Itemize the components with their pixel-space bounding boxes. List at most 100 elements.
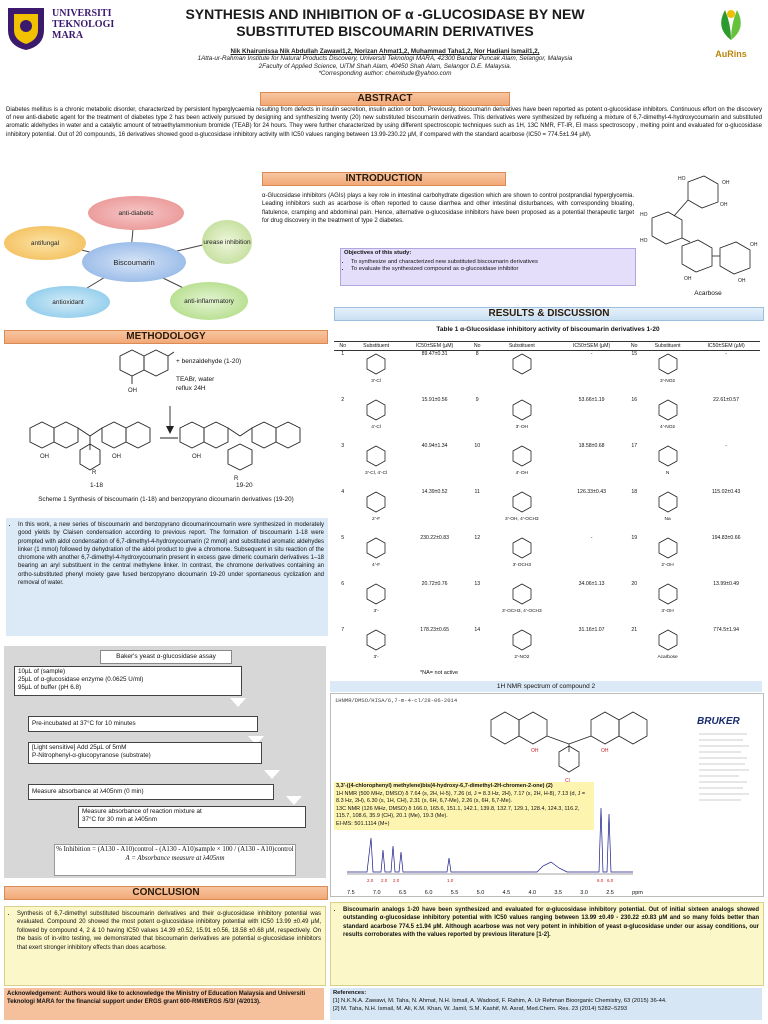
bubble-antioxidant: antioxidant <box>26 286 110 318</box>
corresponding-author: *Corresponding author: chemitude@yahoo.c… <box>318 70 452 78</box>
nmr-parameters-block <box>699 733 749 801</box>
svg-text:OH: OH <box>112 454 121 460</box>
ic50-cell: 15.91±0.56 <box>421 397 448 403</box>
benzene-ring-icon <box>366 399 386 421</box>
aurins-logo-text: AuRins <box>715 49 747 59</box>
substituent-label: 3'-OCH3 <box>512 563 532 568</box>
substituent-label: 4'-F <box>372 563 381 568</box>
acknowledgement: Acknowledgement: Authors would like to a… <box>4 988 324 1020</box>
ring-outline <box>512 353 532 375</box>
compound-number-cell: 16 <box>631 397 638 403</box>
compound-number-cell: 9 <box>475 397 479 403</box>
substituent-cell <box>486 351 558 398</box>
substituent-cell: 4'-Cl <box>351 397 400 443</box>
uitm-logo: UNIVERSITI TEKNOLOGI MARA <box>4 4 134 52</box>
benzene-ring-icon <box>658 399 677 421</box>
assay-step-4: Measure absorbance at λ405nm (0 min) <box>28 784 274 800</box>
svg-text:R: R <box>234 476 239 482</box>
substituent-cell: 3'- <box>351 627 400 673</box>
benzene-ring-icon <box>512 445 532 467</box>
substituent-label: 3'-Cl <box>371 379 381 384</box>
assay-step-5: Measure absorbance of reaction mixture a… <box>78 806 306 828</box>
title-banner <box>136 2 636 44</box>
methodology-text: In this work, a new series of biscoumari… <box>18 521 324 587</box>
svg-text:OH: OH <box>192 454 201 460</box>
nmr-axis: 7.5 7.0 6.5 6.0 5.5 5.0 4.5 4.0 3.5 3.0 … <box>347 890 643 896</box>
nmr-spectrum-title: 1H NMR spectrum of compound 2 <box>330 681 762 692</box>
assay-arrow-4 <box>286 796 302 805</box>
ic50-cell: 20.72±0.76 <box>421 581 448 587</box>
substituent-cell: 3'-OH <box>643 581 692 627</box>
benzene-ring-icon <box>512 583 532 605</box>
substituent-label: 4'-NO2 <box>660 425 676 430</box>
benzene-ring-icon <box>512 399 532 421</box>
compound-number-cell: 14 <box>474 627 481 633</box>
inhibition-formula-text: % Inhibition = (A130 - A10)control - (A1… <box>56 846 294 853</box>
ring-outline <box>366 399 386 421</box>
ring-outline <box>366 537 386 559</box>
ring-outline <box>512 583 532 605</box>
substituent-cell: 3'-Cl, 4'-Cl <box>351 443 400 489</box>
ring-outline <box>658 445 677 467</box>
compound-number-cell: 12 <box>474 535 481 541</box>
methodology-heading: METHODOLOGY <box>4 330 328 344</box>
benzene-ring-icon <box>512 491 532 513</box>
svg-text:OH: OH <box>684 276 692 282</box>
ring-outline <box>366 491 386 513</box>
substituent-label: 4'-Cl <box>371 425 381 430</box>
compound-number-cell: 5 <box>341 535 345 541</box>
ic50-cell: 774.5±1.94 <box>713 627 740 633</box>
ring-outline <box>366 629 386 651</box>
assay-step-2: Pre-incubated at 37°C for 10 minutes <box>28 716 258 732</box>
substituent-cell: 3'-Cl <box>351 351 400 398</box>
substituent-label: N <box>665 471 670 476</box>
svg-text:OH: OH <box>750 242 758 248</box>
ic50-cell: 34.06±1.13 <box>578 581 605 587</box>
compound-number-cell: 19 <box>631 535 638 541</box>
svg-text:HO: HO <box>640 212 648 218</box>
biscoumarin-activity-diagram: anti-diabetic antifungal Biscoumarin ure… <box>4 190 256 322</box>
substituent-cell: N <box>643 443 692 489</box>
compound-number-cell: 6 <box>341 581 345 587</box>
svg-text:OH: OH <box>722 180 730 186</box>
objectives-box: Objectives of this study: To synthesize … <box>340 248 636 286</box>
bubble-antifungal: antifungal <box>4 226 86 260</box>
svg-text:6.0: 6.0 <box>607 878 614 883</box>
objective-item: To evaluate the synthesized compound as … <box>351 266 635 274</box>
author-names: Nik Khairunissa Nik Abdullah Zawawi1,2, … <box>230 48 540 55</box>
svg-text:OH: OH <box>128 388 137 394</box>
affiliation-1: 1Atta-ur-Rahman Institute for Natural Pr… <box>197 55 573 63</box>
nmr-h-data: 1H NMR (500 MHz, DMSO) δ 7.64 (s, 2H, H-… <box>336 790 586 805</box>
compound-number-cell: 17 <box>631 443 638 449</box>
results-summary-text: Biscoumarin analogs 1-20 have been synth… <box>343 906 759 940</box>
svg-text:HO: HO <box>678 176 686 182</box>
svg-text:Cl: Cl <box>565 778 570 784</box>
benzene-ring-icon <box>366 445 386 467</box>
substituent-label: 3'-NO2 <box>660 379 676 384</box>
author-block: Nik Khairunissa Nik Abdullah Zawawi1,2, … <box>120 48 650 78</box>
methodology-text-box: In this work, a new series of biscoumari… <box>6 518 328 636</box>
ic50-cell: 31.16±1.07 <box>578 627 605 633</box>
assay-arrow-3 <box>264 770 280 779</box>
introduction-text: α-Glucosidase inhibitors (AGIs) plays a … <box>262 193 634 224</box>
results-summary-box: Biscoumarin analogs 1-20 have been synth… <box>330 902 764 986</box>
substituent-cell: 3'-OH <box>486 397 558 443</box>
aurins-logo: AuRins <box>700 4 762 64</box>
benzene-ring-icon <box>366 629 386 651</box>
compound-number-cell: 11 <box>474 489 480 495</box>
substituent-label: 3'-OH, 4'-OCH3 <box>505 517 539 522</box>
acarbose-label: Acarbose <box>694 290 722 297</box>
nmr-ms-data: EI-MS: 501.1114 (M+) <box>336 820 390 827</box>
benzene-ring-icon <box>366 537 386 559</box>
svg-text:OH: OH <box>531 748 539 754</box>
objectives-list: To synthesize and characterized new subs… <box>341 259 635 274</box>
poster-title-line2: SUBSTITUTED BISCOUMARIN DERIVATIVES <box>236 23 534 39</box>
ic50-cell: 14.39±0.52 <box>421 489 448 495</box>
table-title: Table 1 α-Glucosidase inhibitory activit… <box>436 326 660 333</box>
assay-panel: Baker's yeast α-glucosidase assay 10µL o… <box>4 646 326 878</box>
objectives-title: Objectives of this study: <box>344 250 412 256</box>
